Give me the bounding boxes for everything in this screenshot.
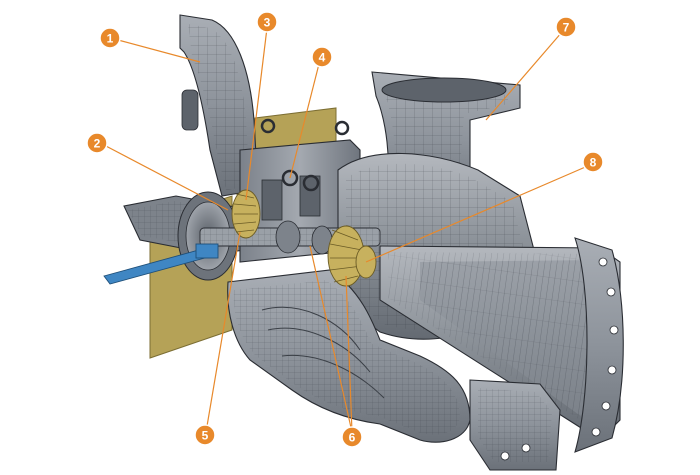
callout-2-label: 2 — [94, 137, 101, 151]
compressor-wheel — [231, 189, 261, 239]
callout-leaders — [103, 27, 591, 433]
exhaust-diffuser-pipe — [379, 245, 621, 441]
callout-3-label: 3 — [264, 16, 271, 30]
callout-7: 7 — [555, 16, 577, 38]
callout-5-label: 5 — [202, 429, 209, 443]
callout-2: 2 — [86, 132, 108, 154]
callout-4-label: 4 — [319, 51, 326, 65]
callout-6-label: 6 — [349, 431, 356, 445]
lower-flange — [469, 379, 561, 471]
callout-5: 5 — [194, 424, 216, 446]
callout-6: 6 — [341, 426, 363, 448]
outlet-flange — [574, 237, 624, 453]
callout-4: 4 — [311, 46, 333, 68]
callout-1-label: 1 — [107, 32, 114, 46]
callout-3: 3 — [256, 11, 278, 33]
callout-8-label: 8 — [590, 156, 597, 170]
callout-8: 8 — [582, 151, 604, 173]
callout-7-label: 7 — [563, 21, 570, 35]
actuator-lever — [103, 243, 219, 285]
compressor-inlet-elbow — [179, 14, 259, 197]
callout-1: 1 — [99, 27, 121, 49]
